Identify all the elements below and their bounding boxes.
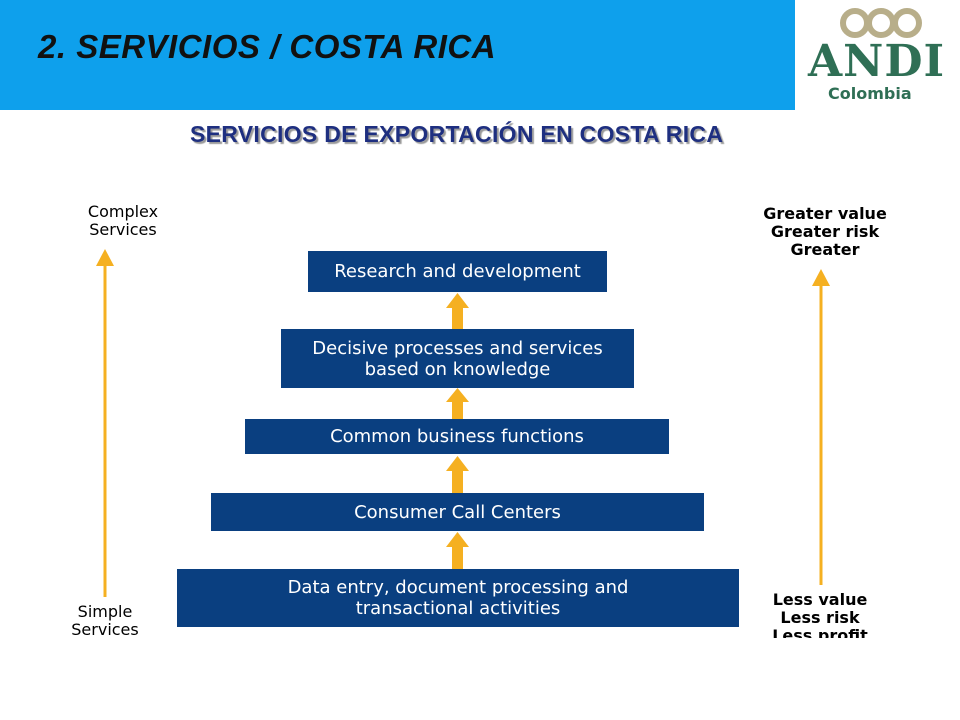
level-common-box: Common business functions <box>245 419 669 454</box>
header-bar: 2. SERVICIOS / COSTA RICA ANDI Colombia <box>0 0 960 110</box>
logo-text: ANDI <box>808 36 946 87</box>
logo-rings-icon <box>840 8 922 38</box>
right-top-label: Greater value Greater risk Greater <box>763 205 887 256</box>
level-dataentry-box: Data entry, document processing and tran… <box>177 569 739 627</box>
step-arrow-icon <box>446 456 469 493</box>
level-callcenter-label: Consumer Call Centers <box>354 501 561 523</box>
step-arrow-icon <box>446 293 469 329</box>
right-bottom-label: Less value Less risk Less profit <box>772 591 868 638</box>
level-dataentry-label: Data entry, document processing and tran… <box>287 577 629 619</box>
slide-subtitle: SERVICIOS DE EXPORTACIÓN EN COSTA RICA <box>190 121 724 147</box>
logo-subtext: Colombia <box>828 84 912 103</box>
left-bottom-label: Simple Services <box>71 603 139 639</box>
left-axis-arrow-icon <box>96 249 114 597</box>
step-arrow-icon <box>446 532 469 569</box>
left-top-label: Complex Services <box>87 203 159 239</box>
step-arrow-icon <box>446 388 469 419</box>
page-title: 2. SERVICIOS / COSTA RICA <box>38 28 497 65</box>
level-research-box: Research and development <box>308 251 607 292</box>
level-research-label: Research and development <box>334 261 581 282</box>
level-callcenter-box: Consumer Call Centers <box>211 493 704 531</box>
level-common-label: Common business functions <box>330 426 584 447</box>
level-decisive-box: Decisive processes and services based on… <box>281 329 634 388</box>
level-decisive-label: Decisive processes and services based on… <box>312 337 603 380</box>
andi-logo: ANDI Colombia <box>795 0 960 110</box>
right-axis-arrow-icon <box>812 269 830 585</box>
